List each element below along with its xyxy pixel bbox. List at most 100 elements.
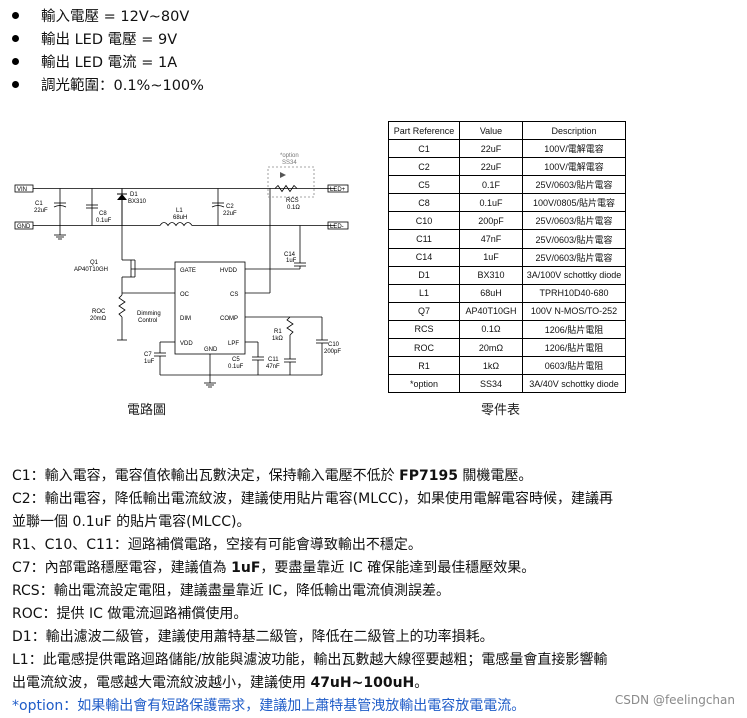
watermark: CSDN @feelingchan	[614, 693, 735, 707]
ss34-label: SS34	[282, 160, 297, 166]
rcs-value: 0.1Ω	[287, 205, 300, 211]
note-line: C7：內部電路穩壓電容，建議值為 1uF，要盡量靠近 IC 確保能達到最佳穩壓效…	[12, 557, 732, 580]
cell-value: AP40T10GH	[459, 301, 523, 321]
cell-value: 0.1F	[459, 175, 523, 195]
cell-part-reference: C8	[388, 193, 460, 213]
c14-label: C14	[284, 252, 296, 258]
c7-value: 1uF	[144, 359, 155, 365]
cell-value: 20mΩ	[459, 338, 523, 358]
bullet-icon	[12, 12, 19, 19]
led-plus-label: LED+	[330, 187, 346, 193]
spec-list: 輸入電壓 = 12V~80V 輸出 LED 電壓 = 9V 輸出 LED 電流 …	[10, 4, 204, 96]
l1-value: 68uH	[173, 215, 187, 221]
cell-description: 25V/0603/貼片電容	[522, 175, 626, 195]
note-line: 並聯一個 0.1uF 的貼片電容(MLCC)。	[12, 511, 732, 534]
c11-label: C11	[268, 357, 279, 363]
pin-cs: CS	[230, 292, 238, 298]
cell-part-reference: RCS	[388, 319, 460, 340]
cell-value: 22uF	[459, 138, 523, 159]
pin-oc: OC	[180, 292, 190, 298]
note-text: D1：輸出濾波二級管，建議使用蕭特基二級管，降低在二級管上的功率損耗。	[12, 629, 494, 645]
vin-label: VIN	[17, 187, 27, 193]
bullet-icon	[12, 35, 19, 42]
c8-value: 0.1uF	[96, 218, 112, 224]
cell-description: 3A/40V schottky diode	[522, 374, 626, 394]
cell-value: 22uF	[459, 157, 523, 177]
gnd-label: GND	[17, 224, 31, 230]
header-value: Value	[459, 121, 523, 140]
note-line: ROC：提供 IC 做電流迴路補償使用。	[12, 603, 732, 626]
cell-description: 100V/電解電容	[522, 138, 626, 159]
roc-label: ROC	[92, 309, 106, 315]
note-text: RCS：輸出電流設定電阻，建議盡量靠近 IC，降低輸出電流偵測誤差。	[12, 583, 451, 599]
l1-label: L1	[176, 208, 183, 214]
control-label: Control	[138, 318, 157, 324]
option-label: *option	[280, 153, 299, 159]
dimming-label: Dimming	[137, 311, 161, 317]
note-line: RCS：輸出電流設定電阻，建議盡量靠近 IC，降低輸出電流偵測誤差。	[12, 580, 732, 603]
cell-description: 25V/0603/貼片電容	[522, 229, 626, 249]
c8-label: C8	[99, 211, 107, 217]
cell-part-reference: *option	[388, 374, 460, 394]
note-text-tail: 關機電壓。	[457, 468, 533, 484]
spec-text: 輸入電壓 = 12V~80V	[41, 9, 190, 25]
c2-value: 22uF	[223, 211, 237, 217]
pin-gate: GATE	[180, 268, 196, 274]
spec-text: 調光範圍：0.1%~100%	[41, 78, 204, 94]
c10-value: 200pF	[324, 349, 341, 355]
cell-value: 1uF	[459, 247, 523, 267]
circuit-diagram: VIN GND LED+ LED- C1 22uF C8 0.1uF D1 BX…	[14, 153, 349, 388]
cell-description: 25V/0603/貼片電容	[522, 247, 626, 267]
c10-label: C10	[328, 342, 340, 348]
pin-comp: COMP	[220, 316, 238, 322]
circuit-caption: 電路圖	[127, 403, 167, 418]
cell-part-reference: C1	[388, 138, 460, 159]
cell-value: BX310	[459, 265, 523, 285]
d1-value: BX310	[128, 199, 147, 205]
cell-part-reference: ROC	[388, 338, 460, 358]
note-line: L1：此電感提供電路迴路儲能/放能與濾波功能，輸出瓦數越大線徑要越粗；電感量會直…	[12, 649, 732, 672]
pin-gnd: GND	[204, 347, 218, 353]
c7-label: C7	[144, 352, 152, 358]
c5-label: C5	[232, 357, 240, 363]
table-caption: 零件表	[481, 403, 521, 418]
cell-value: 200pF	[459, 211, 523, 231]
c1-label: C1	[35, 201, 43, 207]
option-note: *option：如果輸出會有短路保護需求，建議加上蕭特基管洩放輸出電容放電電流。	[12, 698, 526, 714]
note-text: L1：此電感提供電路迴路儲能/放能與濾波功能，輸出瓦數越大線徑要越粗；電感量會直…	[12, 652, 608, 668]
spec-item: 輸出 LED 電壓 = 9V	[10, 27, 204, 50]
cell-part-reference: C10	[388, 211, 460, 231]
cell-description: 0603/貼片電阻	[522, 356, 626, 376]
note-text: C1：輸入電容，電容值依輸出瓦數決定，保持輸入電壓不低於	[12, 468, 400, 484]
note-emphasis: FP7195	[399, 468, 458, 484]
r1-label: R1	[274, 329, 282, 335]
cell-value: 0.1uF	[459, 193, 523, 213]
note-line: D1：輸出濾波二級管，建議使用蕭特基二級管，降低在二級管上的功率損耗。	[12, 626, 732, 649]
note-line: C2：輸出電容，降低輸出電流紋波，建議使用貼片電容(MLCC)，如果使用電解電容…	[12, 488, 732, 511]
cell-value: 1kΩ	[459, 356, 523, 376]
cell-part-reference: C14	[388, 247, 460, 267]
bullet-icon	[12, 81, 19, 88]
cell-description: 3A/100V schottky diode	[522, 265, 626, 285]
cell-description: 100V/0805/貼片電容	[522, 193, 626, 213]
r1-value: 1kΩ	[272, 336, 283, 342]
note-text: 並聯一個 0.1uF 的貼片電容(MLCC)。	[12, 514, 251, 530]
notes-section: C1：輸入電容，電容值依輸出瓦數決定，保持輸入電壓不低於 FP7195 關機電壓…	[12, 465, 732, 718]
cell-value: 47nF	[459, 229, 523, 249]
c11-value: 47nF	[266, 364, 280, 370]
note-text: ROC：提供 IC 做電流迴路補償使用。	[12, 606, 248, 622]
header-part-reference: Part Reference	[388, 121, 460, 140]
cell-part-reference: L1	[388, 283, 460, 303]
note-line: C1：輸入電容，電容值依輸出瓦數決定，保持輸入電壓不低於 FP7195 關機電壓…	[12, 465, 732, 488]
note-text-tail: 。	[414, 675, 429, 691]
